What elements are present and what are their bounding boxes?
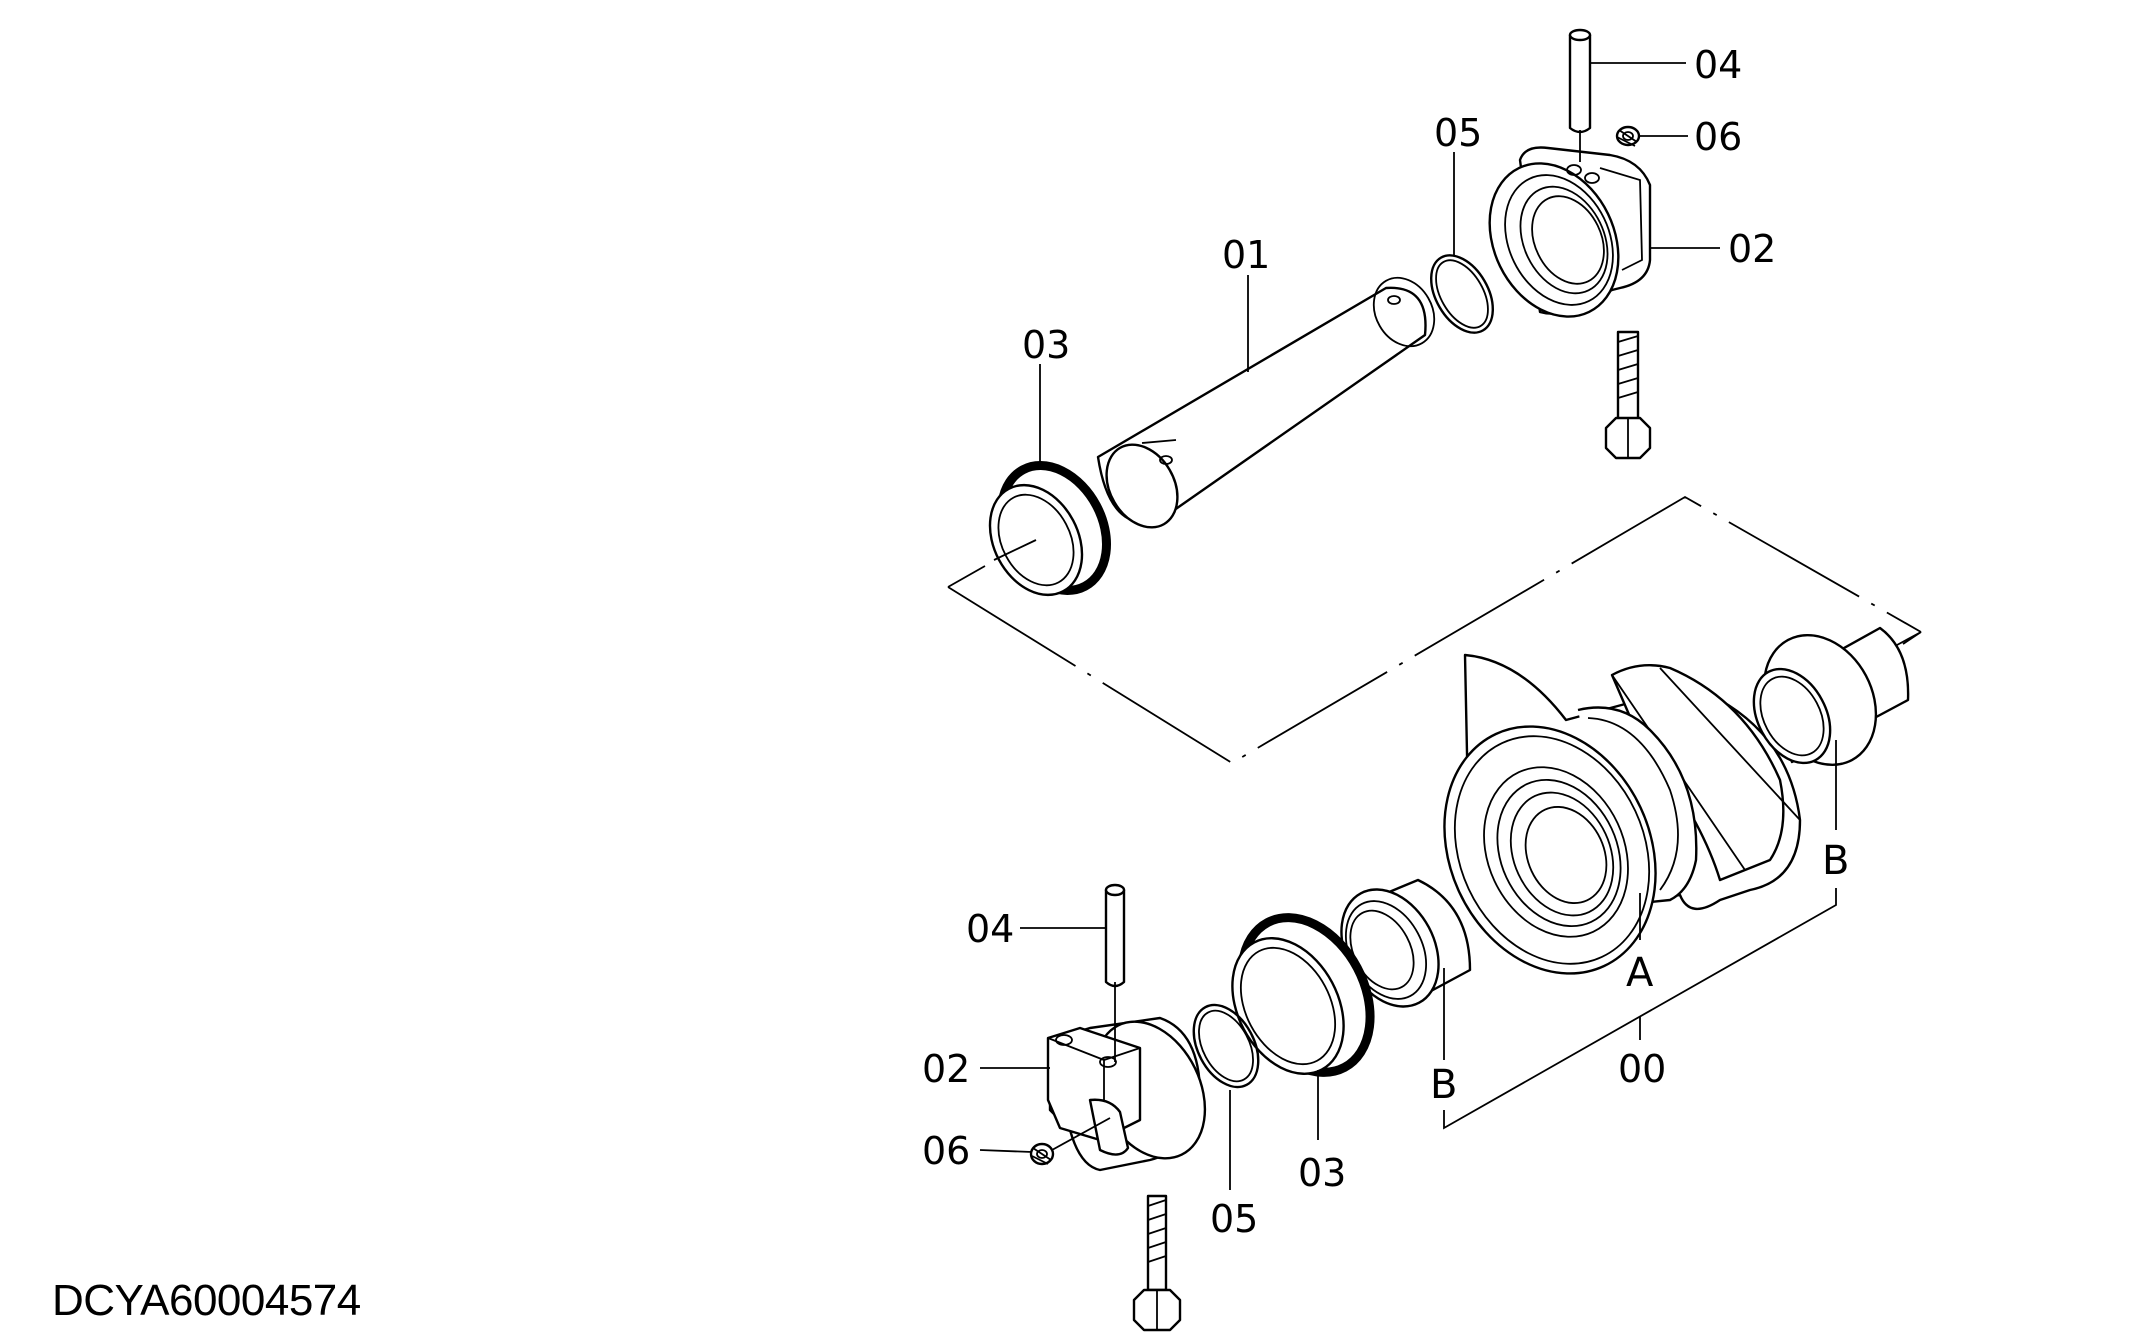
roller-body [1443,653,1802,975]
bushing-right [1752,626,1910,767]
callout-top-03: 03 [1022,323,1070,367]
leader-lines [979,62,1837,1190]
bottom-o-ring [1192,1003,1260,1089]
bottom-floating-seal [1231,913,1375,1077]
callout-top-05: 05 [1434,111,1482,155]
bottom-set-screw [1029,1142,1055,1166]
shaft [1096,276,1436,529]
callout-bottom-02: 02 [922,1047,970,1091]
callout-bottom-06: 06 [922,1129,970,1173]
callout-assembly-00: 00 [1618,1047,1666,1091]
exploded-view-guide-lines [947,495,1922,765]
top-retainer-pin [1568,28,1592,134]
top-set-screw [1615,125,1641,147]
callout-top-04: 04 [1694,43,1742,87]
top-collar [1488,146,1652,318]
marker-b-right: B [1822,838,1849,884]
bottom-collar [1046,1016,1207,1172]
marker-b-left: B [1430,1062,1457,1108]
callout-top-01: 01 [1222,233,1270,277]
top-bolt [1604,330,1652,460]
callout-bottom-05: 05 [1210,1197,1258,1241]
guide-corner-right [1902,631,1922,645]
drawing-reference-code: DCYA60004574 [52,1276,361,1325]
top-o-ring [1430,254,1494,334]
marker-a: A [1626,950,1654,996]
bottom-retainer-pin [1104,883,1126,988]
callout-top-02: 02 [1728,227,1776,271]
callout-bottom-04: 04 [966,907,1014,951]
callout-top-06: 06 [1694,115,1742,159]
bottom-bolt [1132,1194,1182,1332]
callout-bottom-03: 03 [1298,1151,1346,1195]
